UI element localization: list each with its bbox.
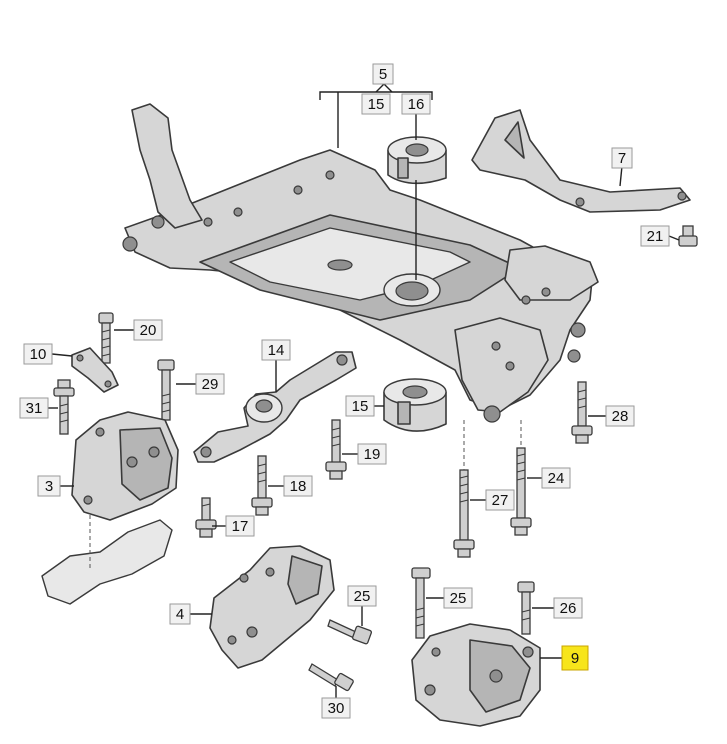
bolt-25-long[interactable]	[411, 567, 431, 639]
bolt-19[interactable]	[325, 419, 347, 480]
bolt-28[interactable]	[571, 381, 593, 444]
bolt-21[interactable]	[678, 225, 698, 247]
bushing-16[interactable]	[387, 136, 447, 185]
engine-mount-3[interactable]	[71, 411, 179, 521]
torque-strut-14[interactable]	[193, 351, 357, 463]
svg-text:14: 14	[268, 342, 285, 359]
bushing-15-lower[interactable]	[383, 378, 447, 432]
callout-15-bottom: 15	[345, 395, 375, 417]
svg-text:7: 7	[618, 150, 626, 167]
callout-3: 3	[37, 475, 61, 497]
callout-29: 29	[195, 373, 225, 395]
callout-25-right: 25	[443, 587, 473, 609]
svg-text:28: 28	[612, 408, 629, 425]
callout-4: 4	[169, 603, 191, 625]
transmission-mount-9[interactable]	[411, 623, 541, 727]
svg-text:20: 20	[140, 322, 157, 339]
callout-14: 14	[261, 339, 291, 361]
callout-25-left: 25	[347, 585, 377, 607]
svg-text:3: 3	[45, 478, 53, 495]
brace-7[interactable]	[471, 109, 691, 213]
bracket-4[interactable]	[209, 545, 335, 669]
bolt-20[interactable]	[98, 312, 114, 364]
bracket-10[interactable]	[71, 347, 119, 393]
svg-text:17: 17	[232, 518, 249, 535]
leader-lines	[48, 83, 680, 698]
bolt-26[interactable]	[517, 581, 535, 635]
callout-7: 7	[611, 147, 633, 169]
callout-18: 18	[283, 475, 313, 497]
svg-text:30: 30	[328, 700, 345, 717]
callout-21: 21	[640, 225, 670, 247]
callout-30: 30	[321, 697, 351, 719]
svg-text:21: 21	[647, 228, 664, 245]
svg-text:15: 15	[368, 96, 385, 113]
svg-text:4: 4	[176, 606, 184, 623]
bolt-18[interactable]	[251, 455, 273, 516]
subframe[interactable]	[122, 103, 599, 423]
callout-17: 17	[225, 515, 255, 537]
bolt-17[interactable]	[195, 497, 217, 538]
bolt-30[interactable]	[308, 663, 354, 692]
bolt-31[interactable]	[53, 379, 75, 435]
svg-text:27: 27	[492, 492, 509, 509]
callout-20: 20	[133, 319, 163, 341]
callout-15-top: 15	[361, 93, 391, 115]
bolt-25-small[interactable]	[327, 619, 372, 645]
svg-text:24: 24	[548, 470, 565, 487]
callout-9-highlighted[interactable]: 9	[561, 645, 589, 671]
callout-16: 16	[401, 93, 431, 115]
callout-5: 5	[372, 63, 394, 85]
svg-text:9: 9	[571, 650, 579, 667]
svg-text:15: 15	[352, 398, 369, 415]
callout-26: 26	[553, 597, 583, 619]
svg-text:26: 26	[560, 600, 577, 617]
callout-31: 31	[19, 397, 49, 419]
svg-text:19: 19	[364, 446, 381, 463]
svg-text:5: 5	[379, 66, 387, 83]
bolt-27[interactable]	[453, 469, 475, 558]
callout-27: 27	[485, 489, 515, 511]
svg-text:16: 16	[408, 96, 425, 113]
callout-19: 19	[357, 443, 387, 465]
svg-text:25: 25	[354, 588, 371, 605]
bracket-lower-left[interactable]	[41, 515, 173, 605]
callout-10: 10	[23, 343, 53, 365]
svg-text:25: 25	[450, 590, 467, 607]
bolt-24[interactable]	[510, 447, 532, 536]
callout-28: 28	[605, 405, 635, 427]
svg-text:10: 10	[30, 346, 47, 363]
svg-text:31: 31	[26, 400, 43, 417]
callout-24: 24	[541, 467, 571, 489]
bolt-29[interactable]	[157, 359, 175, 421]
svg-text:29: 29	[202, 376, 219, 393]
svg-text:18: 18	[290, 478, 307, 495]
